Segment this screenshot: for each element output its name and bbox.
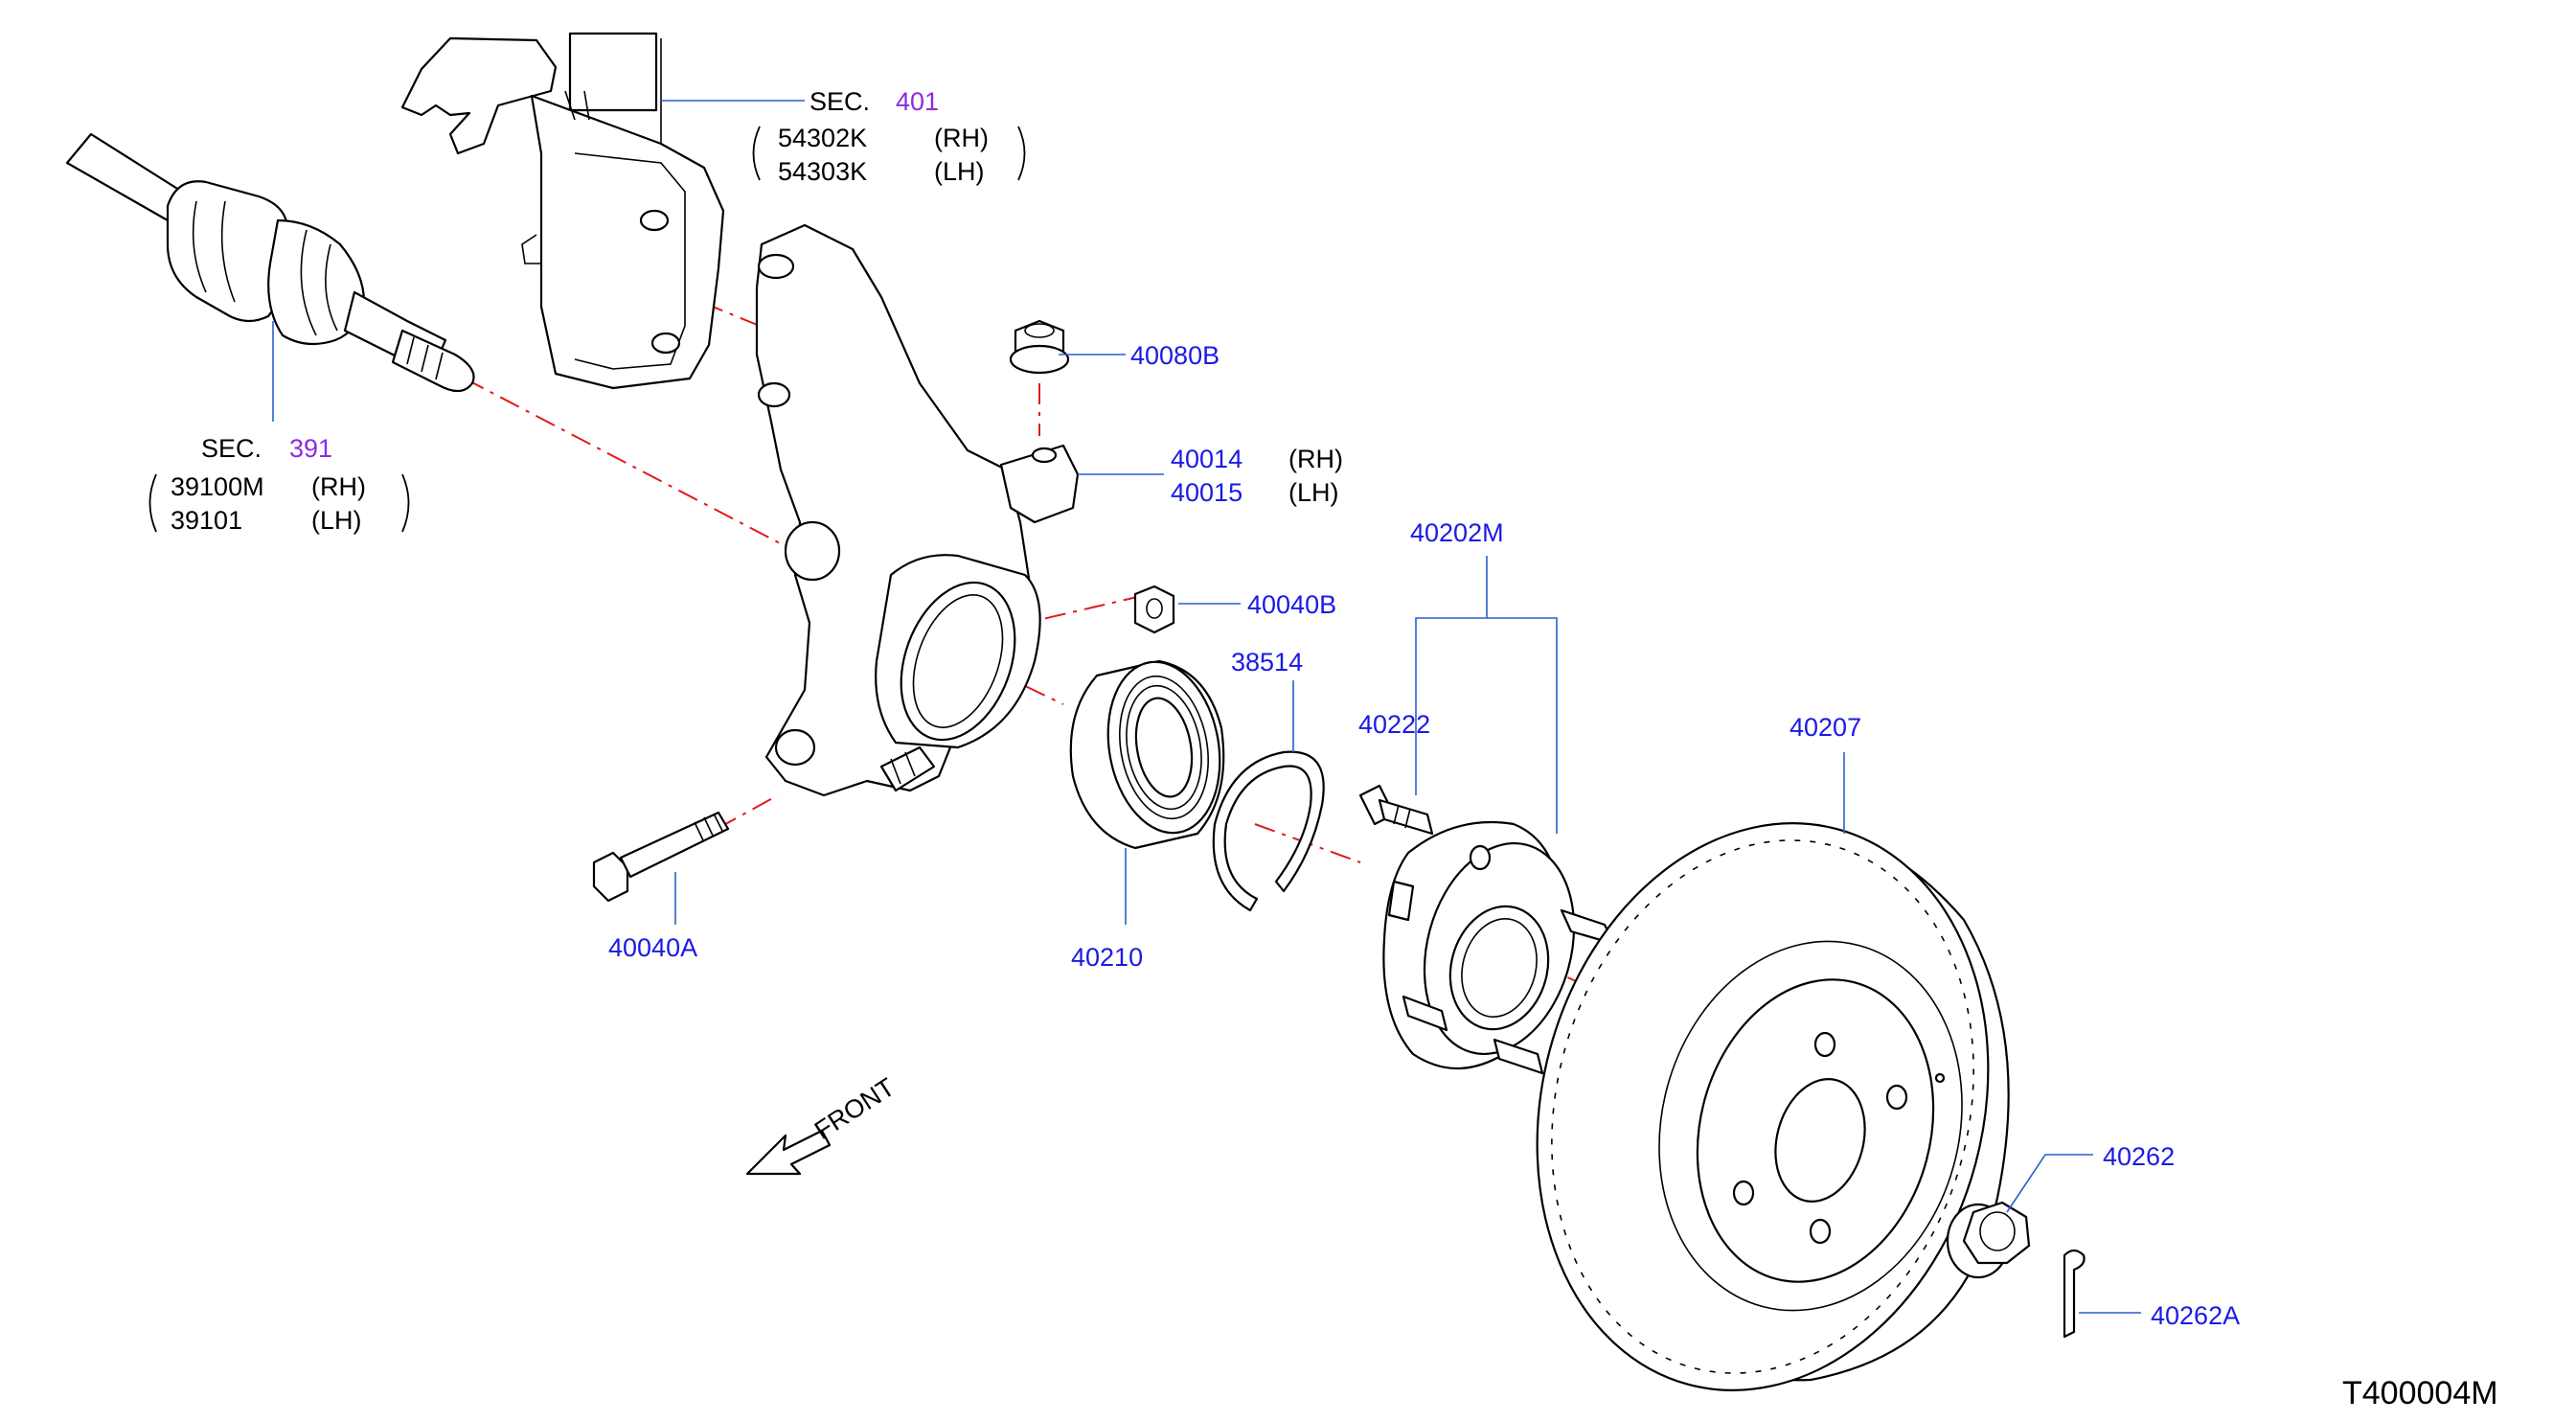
label-40202m[interactable]: 40202M [1410,518,1504,547]
drive-shaft [65,132,475,393]
bracket-group-marks [148,126,1026,533]
cotter-pin-40262a [2063,1249,2086,1339]
label-40015-side: (LH) [1288,478,1339,507]
sec-401-number[interactable]: 401 [896,87,939,116]
label-40040a[interactable]: 40040A [608,933,697,962]
front-label: FRONT [809,1072,900,1145]
sec-401-rh-part: 54302K [778,124,867,152]
wheel-hub-40202m [1382,820,1616,1075]
brake-rotor-40207 [1536,822,2010,1391]
label-40015[interactable]: 40015 [1171,478,1242,507]
sec-401-rh-side: (RH) [934,124,989,152]
wheel-bearing-40210 [1069,659,1225,850]
label-38514[interactable]: 38514 [1231,648,1303,677]
label-40262a[interactable]: 40262A [2151,1301,2240,1330]
hub-nut-40262 [1946,1201,2031,1279]
sec-391-number[interactable]: 391 [289,434,332,463]
sec-401-callout: SEC. 401 54302K (RH) 54303K (LH) [778,87,989,186]
sec-401-prefix: SEC. [809,87,870,116]
label-40210[interactable]: 40210 [1071,943,1143,972]
sec-391-prefix: SEC. [201,434,262,463]
nut-40080b [1009,319,1070,375]
sec-391-rh-part: 39100M [171,472,264,501]
strut-assembly [400,32,725,390]
steering-knuckle [755,223,1080,797]
label-40080b[interactable]: 40080B [1130,341,1220,370]
label-40207[interactable]: 40207 [1790,713,1861,742]
leader-lines [272,100,2141,1314]
sec-391-lh-side: (LH) [311,506,362,535]
wheel-stud-40222 [1358,784,1434,836]
sec-391-rh-side: (RH) [311,472,366,501]
nut-40040b [1133,585,1175,634]
snap-ring-38514 [1212,750,1325,912]
sec-401-lh-part: 54303K [778,157,867,186]
sec-401-lh-side: (LH) [934,157,985,186]
label-40222[interactable]: 40222 [1358,710,1430,739]
label-40262[interactable]: 40262 [2103,1142,2175,1171]
bolt-40040a [592,811,730,903]
sec-391-lh-part: 39101 [171,506,242,535]
label-40014-side: (RH) [1288,445,1343,473]
label-40014[interactable]: 40014 [1171,445,1242,473]
front-direction-arrow [745,1129,832,1176]
label-40040b[interactable]: 40040B [1247,590,1336,619]
diagram-code: T400004M [2342,1375,2498,1411]
sec-391-callout: SEC. 391 39100M (RH) 39101 (LH) [171,434,366,535]
